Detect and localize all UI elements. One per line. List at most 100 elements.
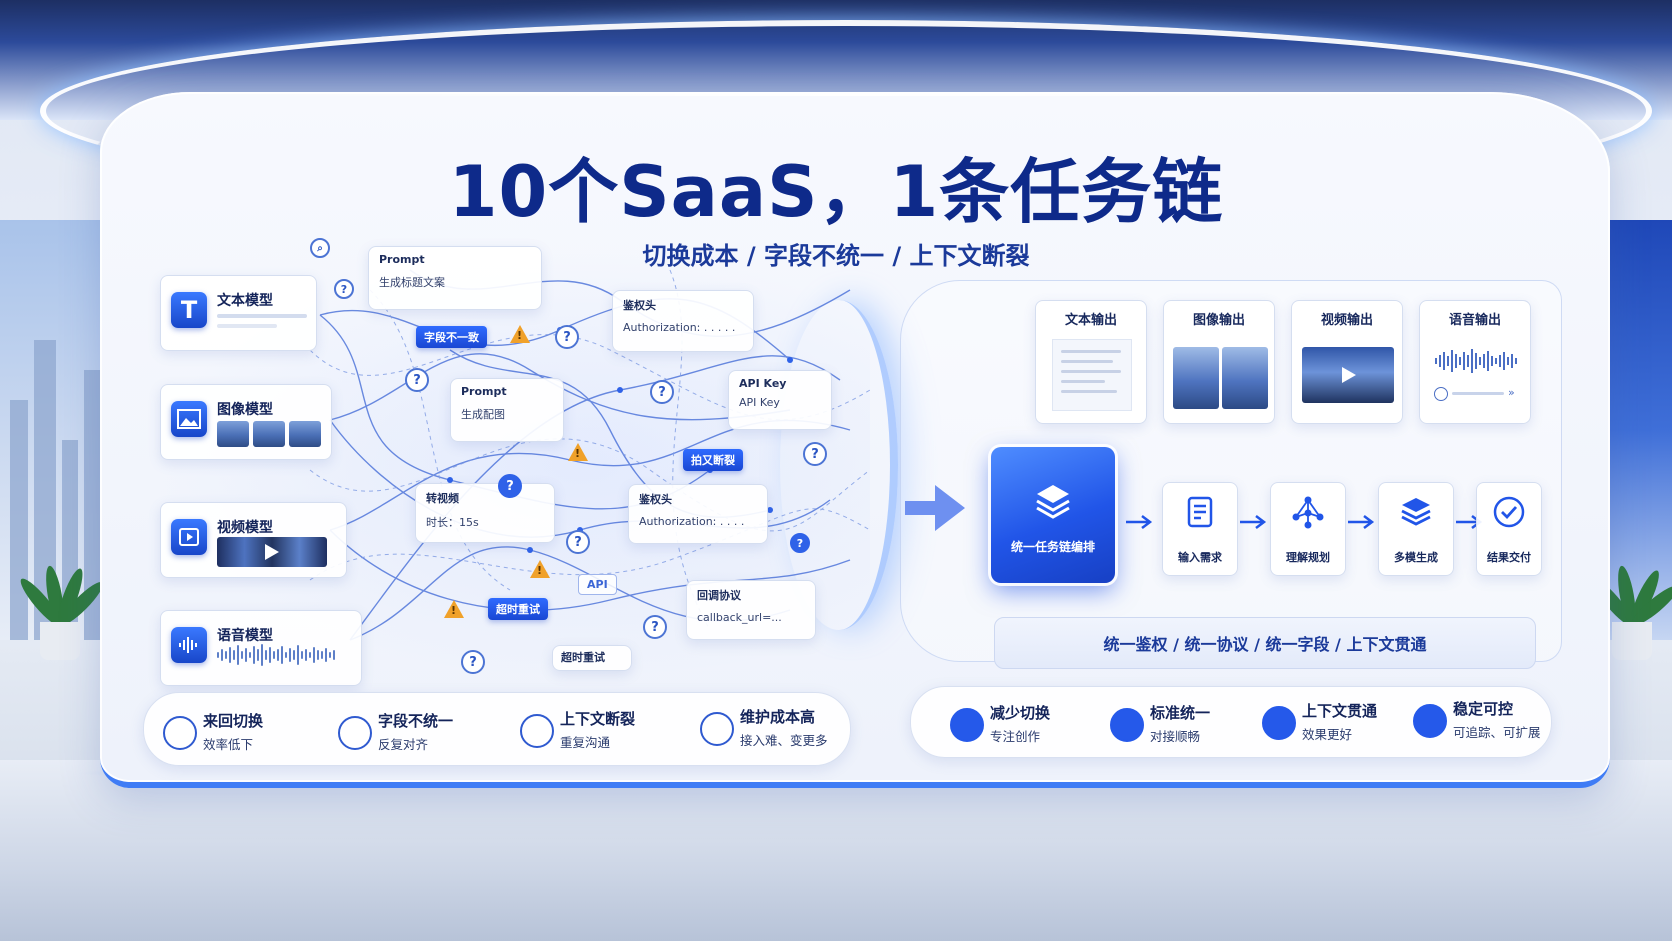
check-circle-icon (1493, 496, 1525, 528)
callback-card[interactable]: 回调协议 callback_url=... (686, 580, 816, 640)
prompt-card-title[interactable]: Prompt 生成标题文案 (368, 246, 542, 310)
auth-header-card-2[interactable]: 鉴权头 Authorization: . . . . (628, 484, 768, 544)
image-thumbnail (1222, 347, 1268, 409)
model-label: 语音模型 (217, 628, 273, 644)
audio-output-card[interactable]: 语音输出 » (1419, 300, 1531, 424)
output-label: 图像输出 (1192, 313, 1245, 328)
api-key-card[interactable]: API Key API Key (728, 370, 832, 430)
question-icon: ? (566, 530, 590, 554)
pain-sub: 效率低下 (203, 737, 254, 752)
ceiling-light-ring (40, 20, 1652, 202)
image-model-card[interactable]: 图像模型 (160, 384, 332, 460)
card-title: 鉴权头 (639, 493, 672, 506)
step-label: 多模生成 (1394, 551, 1438, 564)
step-deliver-result[interactable]: 结果交付 (1476, 482, 1542, 576)
step-multimodal-generate[interactable]: 多模生成 (1378, 482, 1454, 576)
check-icon (1262, 706, 1296, 740)
question-icon: ? (498, 474, 522, 498)
image-thumbnail (217, 421, 249, 447)
step-label: 结果交付 (1487, 551, 1531, 564)
video-icon (171, 519, 207, 555)
timer-icon (163, 716, 197, 750)
timeout-card[interactable]: 超时重试 (552, 645, 632, 671)
plant-left (16, 560, 108, 660)
transform-arrow-icon (905, 485, 965, 531)
gain-title: 稳定可控 (1453, 700, 1514, 718)
image-output-card[interactable]: 图像输出 (1163, 300, 1275, 424)
card-title: 鉴权头 (623, 299, 656, 312)
question-icon: ? (790, 533, 810, 553)
text-model-card[interactable]: T 文本模型 (160, 275, 317, 351)
warning-icon (568, 443, 588, 461)
question-icon: ? (334, 279, 354, 299)
step-label: 输入需求 (1178, 551, 1222, 564)
question-icon: ? (555, 325, 579, 349)
board-highlight (150, 92, 1550, 96)
play-icon (1342, 367, 1356, 383)
image-thumbnail (289, 421, 321, 447)
card-title: 转视频 (426, 492, 459, 505)
video-model-card[interactable]: 视频模型 (160, 502, 347, 578)
play-button-icon[interactable] (1434, 387, 1448, 401)
arrow-right-icon (1126, 515, 1153, 529)
core-orchestration-block[interactable] (991, 447, 1115, 583)
pain-sub: 重复沟通 (560, 735, 611, 750)
output-label: 语音输出 (1448, 313, 1501, 328)
pain-sub: 反复对齐 (378, 737, 429, 752)
model-label: 文本模型 (217, 293, 273, 309)
step-understand-plan[interactable]: 理解规划 (1270, 482, 1346, 576)
question-icon: ? (405, 368, 429, 392)
pain-sub: 接入难、变更多 (740, 733, 828, 748)
audio-progress[interactable] (1452, 392, 1504, 395)
audio-wave-icon (171, 627, 207, 663)
core-label: 统一任务链编排 (1010, 540, 1095, 554)
image-thumbnail (253, 421, 285, 447)
video-convert-card[interactable]: 转视频 时长：15s (415, 483, 555, 543)
gain-title: 减少切换 (990, 704, 1051, 722)
question-icon: ? (803, 442, 827, 466)
clipboard-icon (338, 716, 372, 750)
audio-waveform (1430, 349, 1522, 373)
warning-icon (444, 600, 464, 618)
audio-model-card[interactable]: 语音模型 (160, 610, 362, 686)
text-output-card[interactable]: 文本输出 (1035, 300, 1147, 424)
play-icon (265, 544, 279, 560)
output-label: 视频输出 (1320, 313, 1373, 328)
timeout-retry-tag: 超时重试 (488, 598, 548, 620)
warning-icon (510, 325, 530, 343)
gain-sub: 对接顺畅 (1150, 729, 1201, 744)
context-break-tag: 拍又断裂 (683, 449, 743, 471)
card-value: 生成配图 (461, 408, 505, 421)
gain-title: 标准统一 (1150, 704, 1211, 722)
page-title: 10个SaaS，1条任务链 (448, 151, 1224, 233)
image-icon (171, 401, 207, 437)
text-icon: T (171, 292, 207, 328)
card-value: Authorization: . . . . . (623, 321, 736, 334)
pain-title: 维护成本高 (740, 708, 816, 726)
step-input-need[interactable]: 输入需求 (1162, 482, 1238, 576)
model-label: 视频模型 (217, 520, 273, 536)
check-icon (1413, 704, 1447, 738)
question-icon: ? (650, 380, 674, 404)
card-title: Prompt (461, 385, 507, 398)
field-mismatch-tag: 字段不一致 (416, 326, 487, 348)
gear-icon (700, 712, 734, 746)
step-label: 理解规划 (1286, 551, 1330, 564)
card-value: 生成标题文案 (379, 276, 445, 289)
card-title: Prompt (379, 253, 425, 266)
card-value: callback_url=... (697, 611, 782, 624)
page-subtitle: 切换成本 / 字段不统一 / 上下文断裂 (643, 242, 1030, 270)
gain-sub: 可追踪、可扩展 (1453, 725, 1541, 740)
gain-sub: 效果更好 (1302, 727, 1353, 742)
layers-icon (1401, 498, 1431, 526)
forward-icon: » (1508, 386, 1515, 399)
placeholder-line (217, 314, 307, 318)
video-output-card[interactable]: 视频输出 (1291, 300, 1403, 424)
pain-title: 字段不统一 (378, 712, 454, 730)
prompt-card-image[interactable]: Prompt 生成配图 (450, 378, 564, 442)
auth-header-card-1[interactable]: 鉴权头 Authorization: . . . . . (612, 290, 754, 352)
card-value: 时长：15s (426, 516, 479, 529)
document-icon (1187, 496, 1213, 528)
transition-arc (780, 300, 898, 630)
card-value: Authorization: . . . . (639, 515, 745, 528)
